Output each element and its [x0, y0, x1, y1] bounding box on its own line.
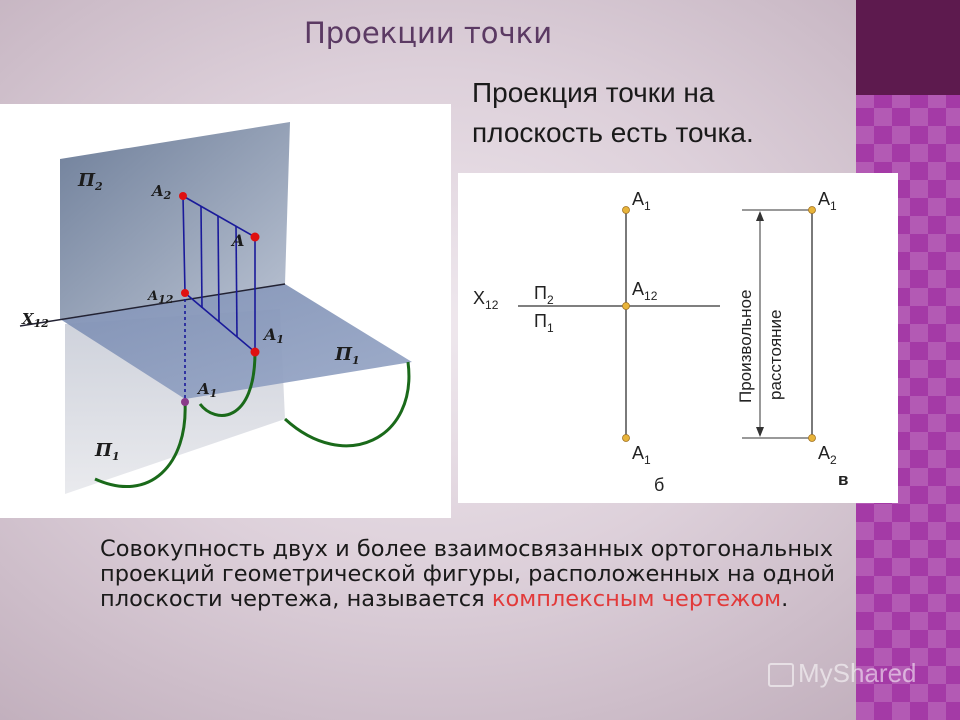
watermark-text: MyShared	[798, 658, 917, 688]
label-v-a1: A1	[818, 189, 837, 213]
point-a1-marker	[250, 347, 260, 357]
decorative-side-strip-top	[856, 0, 960, 95]
rotation-arc-mid	[198, 351, 257, 417]
point-a-marker	[250, 232, 260, 242]
label-plane-p1-rotated: П1	[94, 440, 120, 463]
label-x12: X12	[473, 288, 499, 312]
caption-v: в	[838, 470, 848, 489]
label-a: A	[230, 231, 244, 250]
point-b-a12	[622, 302, 630, 310]
figure-2d: X12 П2 П1 A1 A12 A1 б A1 A2 в Произвольн…	[473, 189, 848, 495]
definition-text: Совокупность двух и более взаимосвязанны…	[100, 537, 860, 612]
figure-2d-panel: X12 П2 П1 A1 A12 A1 б A1 A2 в Произвольн…	[458, 173, 898, 503]
point-b-a1-top	[622, 206, 630, 214]
figure-3d: П2 A2 A A12 A1 П1 X12 A1 П1	[19, 122, 412, 494]
point-a12-marker	[181, 289, 189, 297]
label-plane-p1: П1	[334, 344, 360, 367]
label-v-a2: A2	[818, 443, 837, 467]
watermark-icon	[768, 663, 794, 688]
vertical-text-distance: расстояние	[766, 309, 785, 400]
dimension-arrow-top	[756, 211, 764, 221]
point-a2-marker	[179, 192, 187, 200]
watermark: MyShared	[768, 658, 917, 689]
point-v-a2	[808, 434, 816, 442]
frontal-plane-p2	[60, 122, 290, 319]
label-b-a1-top: A1	[632, 189, 651, 213]
x-axis-line	[19, 283, 286, 327]
caption-b: б	[654, 475, 664, 495]
label-upper-plane: П2	[534, 283, 554, 307]
definition-highlight: комплексным чертежом	[491, 586, 782, 612]
dimension-arrow-bottom	[756, 427, 764, 437]
vertical-text-arbitrary: Произвольное	[736, 290, 755, 403]
definition-end: .	[781, 586, 789, 612]
definition-main: Совокупность двух и более взаимосвязанны…	[100, 536, 836, 612]
point-v-a1	[808, 206, 816, 214]
rotation-arc-right	[283, 361, 411, 448]
label-a12: A12	[146, 289, 174, 306]
figure-3d-panel: П2 A2 A A12 A1 П1 X12 A1 П1	[0, 104, 451, 518]
rotation-arc-left	[94, 401, 187, 489]
slide-title: Проекции точки	[303, 16, 553, 50]
slide-subtitle: Проекция точки на плоскость есть точка.	[472, 77, 754, 148]
point-b-a1-bottom	[622, 434, 630, 442]
label-lower-plane: П1	[534, 311, 554, 335]
point-a1-rot-marker	[181, 398, 189, 406]
projection-lines	[182, 195, 256, 402]
label-a2: A2	[150, 182, 172, 202]
label-a1-rotated: A1	[196, 380, 217, 400]
label-a1: A1	[262, 325, 284, 346]
label-b-a1-bottom: A1	[632, 443, 651, 467]
label-plane-p2: П2	[77, 170, 103, 193]
label-axis-x12: X12	[21, 310, 49, 330]
horizontal-plane-p1	[60, 284, 412, 399]
label-b-a12: A12	[632, 279, 658, 303]
